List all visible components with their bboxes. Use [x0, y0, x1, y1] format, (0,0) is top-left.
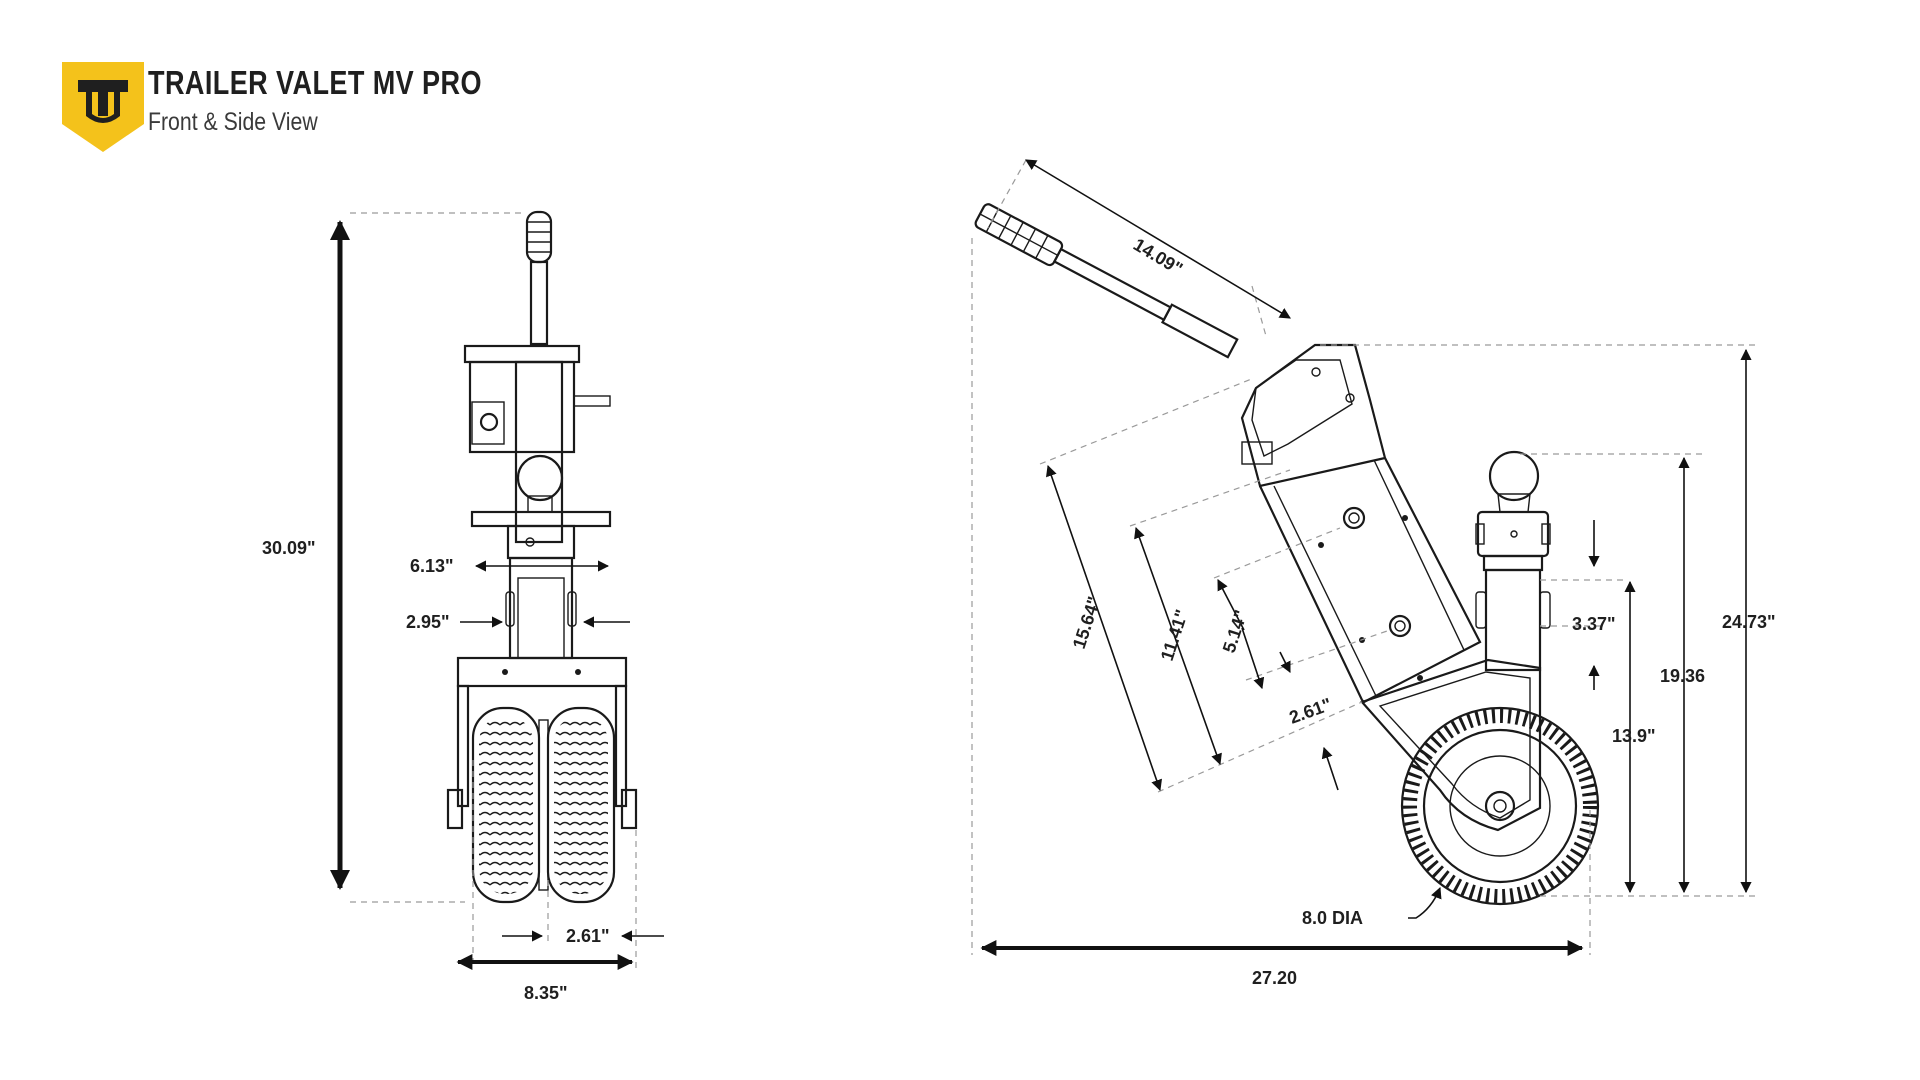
- front-wheels: [471, 706, 616, 904]
- page-subtitle: Front & Side View: [148, 108, 318, 136]
- front-overall-height-label: 30.09": [262, 538, 316, 558]
- side-view: 14.09" 15.64" 11.41" 5.14" 2.61" 3.37" 1…: [971, 159, 1776, 988]
- side-overall-length-label: 27.20: [1252, 968, 1297, 988]
- side-overall-height-label: 24.73": [1722, 612, 1776, 632]
- side-body-length-label: 15.64": [1069, 594, 1105, 651]
- side-main-body: [1240, 343, 1542, 832]
- front-frame-width-label: 6.13": [410, 556, 454, 576]
- side-lower-body-length-label: 11.41": [1157, 607, 1192, 663]
- side-receiver-height-label: 13.9": [1612, 726, 1656, 746]
- side-ball-height-label: 19.36: [1660, 666, 1705, 686]
- side-hole-spacing-label: 5.14": [1219, 608, 1251, 656]
- side-body-width-label: 2.61": [1287, 694, 1335, 728]
- front-upper-housing: [463, 344, 612, 660]
- side-handle-length-label: 14.09": [1130, 234, 1186, 279]
- front-axle-frame: [446, 656, 638, 830]
- front-view: 30.09" 6.13" 2.95" 2.61" 8.35": [262, 210, 664, 1003]
- front-handle-grip: [525, 210, 553, 346]
- side-ball-offset-label: 3.37": [1572, 614, 1616, 634]
- front-overall-width-label: 8.35": [524, 983, 568, 1003]
- side-handle: [974, 203, 1239, 359]
- front-wheel-width-label: 2.61": [566, 926, 610, 946]
- side-wheel: [1400, 706, 1600, 906]
- page-title: TRAILER VALET MV PRO: [148, 64, 482, 101]
- front-tube-width-label: 2.95": [406, 612, 450, 632]
- side-hitch-ball: [1475, 450, 1551, 672]
- trailer-valet-shield-logo-icon: [62, 62, 144, 152]
- side-wheel-diameter-label: 8.0 DIA: [1302, 908, 1363, 928]
